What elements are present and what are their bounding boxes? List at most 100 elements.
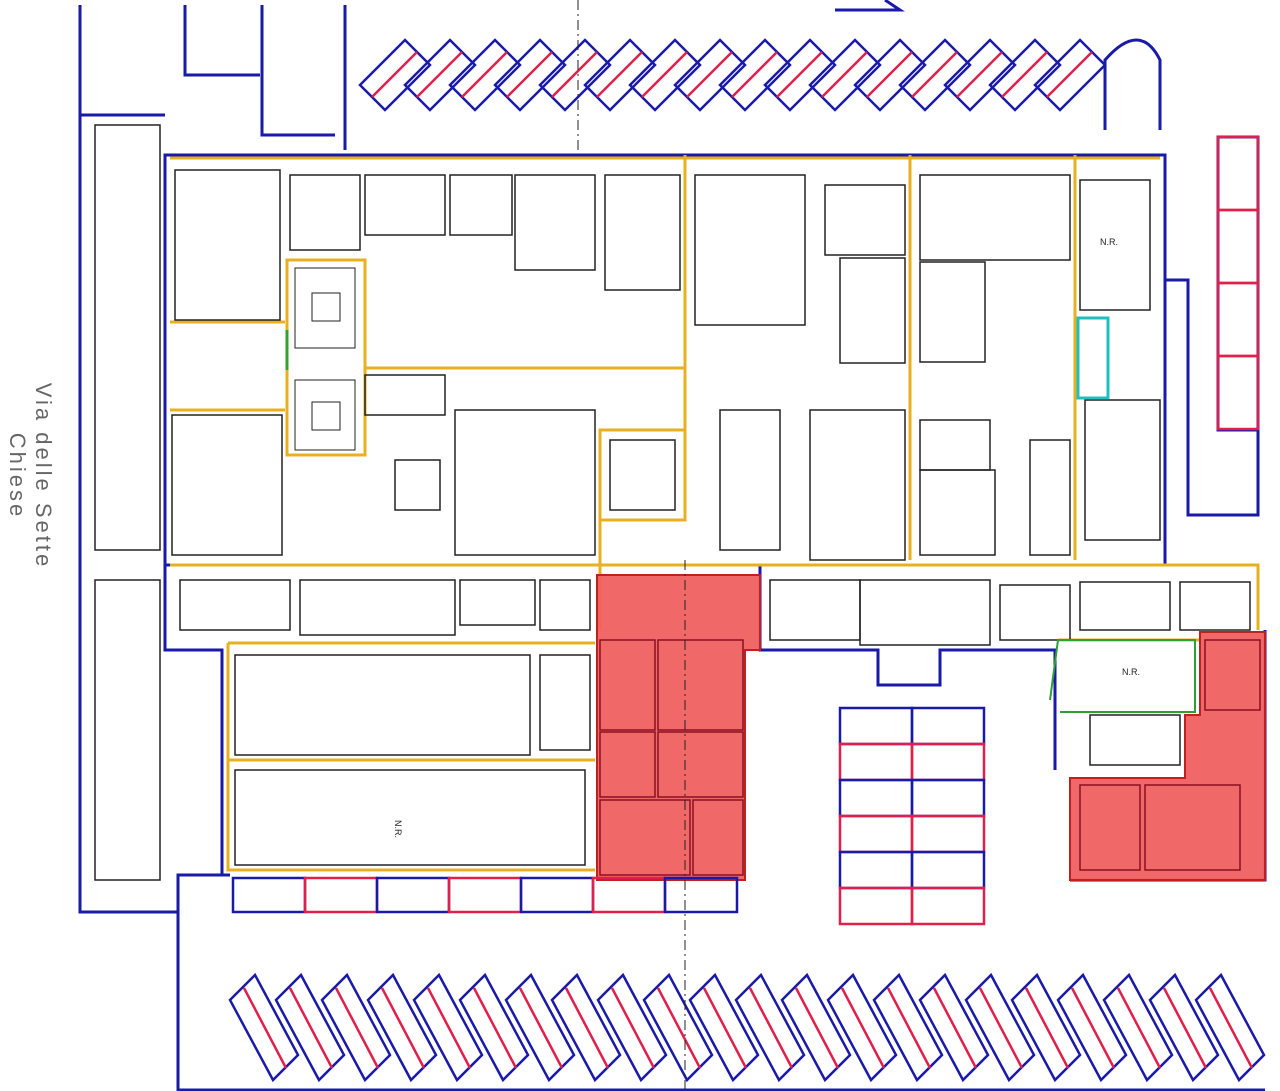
parking-stall <box>375 876 451 914</box>
room <box>514 174 596 271</box>
parking-stall <box>663 876 739 914</box>
parking-stall-divider <box>821 51 868 98</box>
stairwells <box>285 267 1196 713</box>
parking-stall <box>228 972 300 1083</box>
parking-stall <box>910 706 986 746</box>
parking-stall-divider <box>731 51 778 98</box>
parking-stall-divider <box>518 987 564 1069</box>
room <box>539 579 591 631</box>
parking-stall-divider <box>506 51 553 98</box>
room <box>1079 784 1141 871</box>
parking-stall <box>493 38 567 112</box>
parking-stall <box>1102 972 1174 1083</box>
room <box>449 174 513 236</box>
room <box>599 799 691 876</box>
parking-stall <box>1216 135 1260 212</box>
room <box>719 409 781 551</box>
parking-stall <box>1216 281 1260 358</box>
parking-stall <box>1194 972 1266 1083</box>
parking-stall <box>838 778 914 818</box>
parking-stall-divider <box>956 51 1003 98</box>
parking-stall-divider <box>1001 51 1048 98</box>
room <box>859 579 991 646</box>
parking-stall-divider <box>334 987 380 1069</box>
room <box>394 459 441 511</box>
parking-stall <box>447 876 523 914</box>
parking-stall <box>688 972 760 1083</box>
parking-stall <box>1033 38 1107 112</box>
parking-stall-divider <box>886 987 932 1069</box>
room <box>809 409 906 561</box>
parking-stall <box>538 38 612 112</box>
room-nr-east-outline <box>1049 639 1196 713</box>
room <box>604 174 681 291</box>
room <box>657 639 744 731</box>
parking-stall-divider <box>702 987 748 1069</box>
room <box>919 174 1071 261</box>
parking-stall <box>320 972 392 1083</box>
parking-stall-divider <box>1208 987 1254 1069</box>
parking-stall <box>448 38 522 112</box>
room <box>454 409 596 556</box>
stair-south <box>294 379 356 451</box>
parking-stall <box>358 38 432 112</box>
parking-stall <box>964 972 1036 1083</box>
parking-stall <box>898 38 972 112</box>
room <box>599 731 656 798</box>
parking-stall-divider <box>596 51 643 98</box>
parking-stall-divider <box>866 51 913 98</box>
highlighted-area-east <box>1069 631 1266 881</box>
room <box>769 579 861 641</box>
parking-stall <box>504 972 576 1083</box>
room <box>919 469 996 556</box>
parking-stall <box>628 38 702 112</box>
parking-stall <box>673 38 747 112</box>
room <box>179 579 291 631</box>
parking-stall-divider <box>564 987 610 1069</box>
parking-stall-divider <box>641 51 688 98</box>
parking-stall <box>231 876 307 914</box>
parking-stall-divider <box>656 987 702 1069</box>
side-strip <box>94 124 161 551</box>
parking-stall <box>1148 972 1220 1083</box>
room <box>459 579 536 626</box>
interior-walls <box>94 124 1261 881</box>
parking-stall <box>412 972 484 1083</box>
room <box>174 169 281 321</box>
parking-stall-divider <box>1070 987 1116 1069</box>
parking-stall <box>808 38 882 112</box>
highlighted-areas <box>596 574 1266 881</box>
parking-stall-divider <box>932 987 978 1069</box>
parking-stall-divider <box>371 51 418 98</box>
parking-stall <box>943 38 1017 112</box>
parking-stall <box>642 972 714 1083</box>
parking-stall <box>366 972 438 1083</box>
parking-stall <box>1010 972 1082 1083</box>
room <box>1089 714 1181 766</box>
parking-stall-divider <box>1046 51 1093 98</box>
parking-stall-divider <box>288 987 334 1069</box>
lift-south <box>311 401 341 431</box>
room <box>299 579 456 636</box>
parking-stall <box>718 38 792 112</box>
stair-north <box>294 267 356 349</box>
parking-stall <box>1056 972 1128 1083</box>
parking-stall-divider <box>242 987 288 1069</box>
lift-north <box>311 292 341 322</box>
site-outlines <box>78 0 1267 1091</box>
parking-stall <box>826 972 898 1083</box>
parking-stall <box>872 972 944 1083</box>
room-label-nr-south-west: N.R. <box>393 820 403 838</box>
room <box>1079 581 1171 631</box>
parking-stall <box>1216 208 1260 285</box>
room <box>1079 179 1151 311</box>
parking-stall-divider <box>551 51 598 98</box>
corridors <box>170 155 1260 872</box>
parking-stall-divider <box>426 987 472 1069</box>
parking-stall <box>596 972 668 1083</box>
parking-stall-divider <box>978 987 1024 1069</box>
room <box>694 174 806 326</box>
parking-stall <box>910 742 986 782</box>
room <box>839 257 906 364</box>
